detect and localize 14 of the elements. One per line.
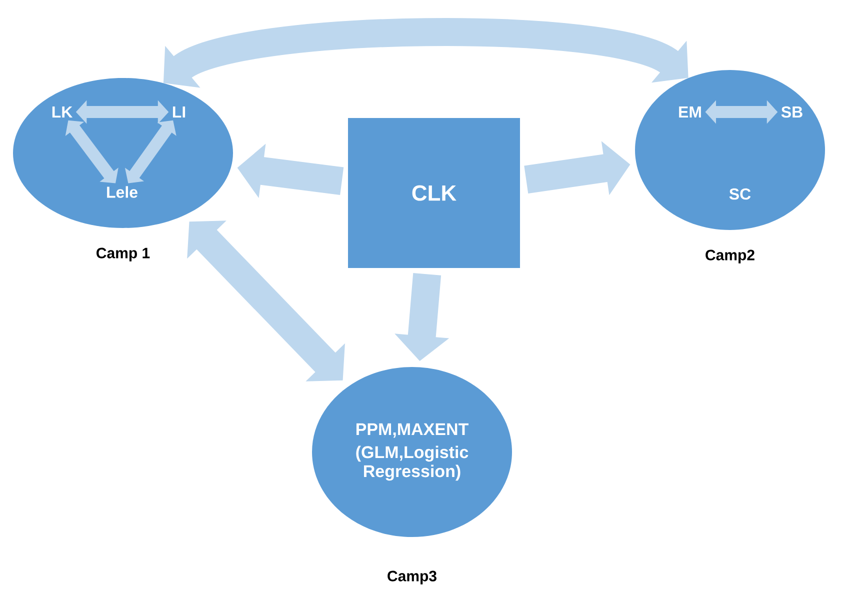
center-box: CLK	[348, 118, 520, 268]
member-label: EM	[679, 106, 701, 118]
member-label: SB	[781, 106, 802, 118]
member-label: SC	[729, 188, 751, 200]
camp-label: Camp2	[706, 250, 754, 264]
camp-label: Camp 1	[96, 248, 150, 262]
member-label: LI	[172, 106, 186, 118]
block-arrow	[187, 220, 345, 382]
block-arrow	[65, 120, 118, 184]
camp-label: Camp3	[388, 570, 436, 584]
member-label: LK	[52, 106, 73, 118]
camp-ellipse	[635, 70, 825, 264]
member-label: Lele	[107, 186, 138, 198]
camp-ellipse	[13, 78, 233, 262]
